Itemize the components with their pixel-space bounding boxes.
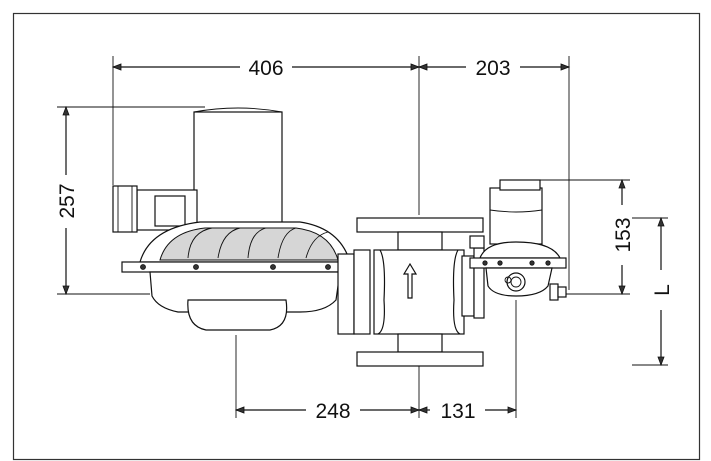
flow-arrow-icon [402,262,418,299]
dim-height-main: 257 [56,183,79,218]
dim-bottom-left: 248 [315,400,350,423]
dim-overall-width: 406 [248,57,283,80]
dim-right-width: 203 [475,57,510,80]
pilot-regulator [461,179,567,319]
main-valve [356,217,484,367]
dim-bottom-right: 131 [440,400,475,423]
drawing-frame [12,12,701,461]
dim-length-l: L [651,284,674,296]
dimension-lines [57,56,668,418]
regulator-body [112,107,371,335]
dim-height-pilot: 153 [612,217,635,252]
